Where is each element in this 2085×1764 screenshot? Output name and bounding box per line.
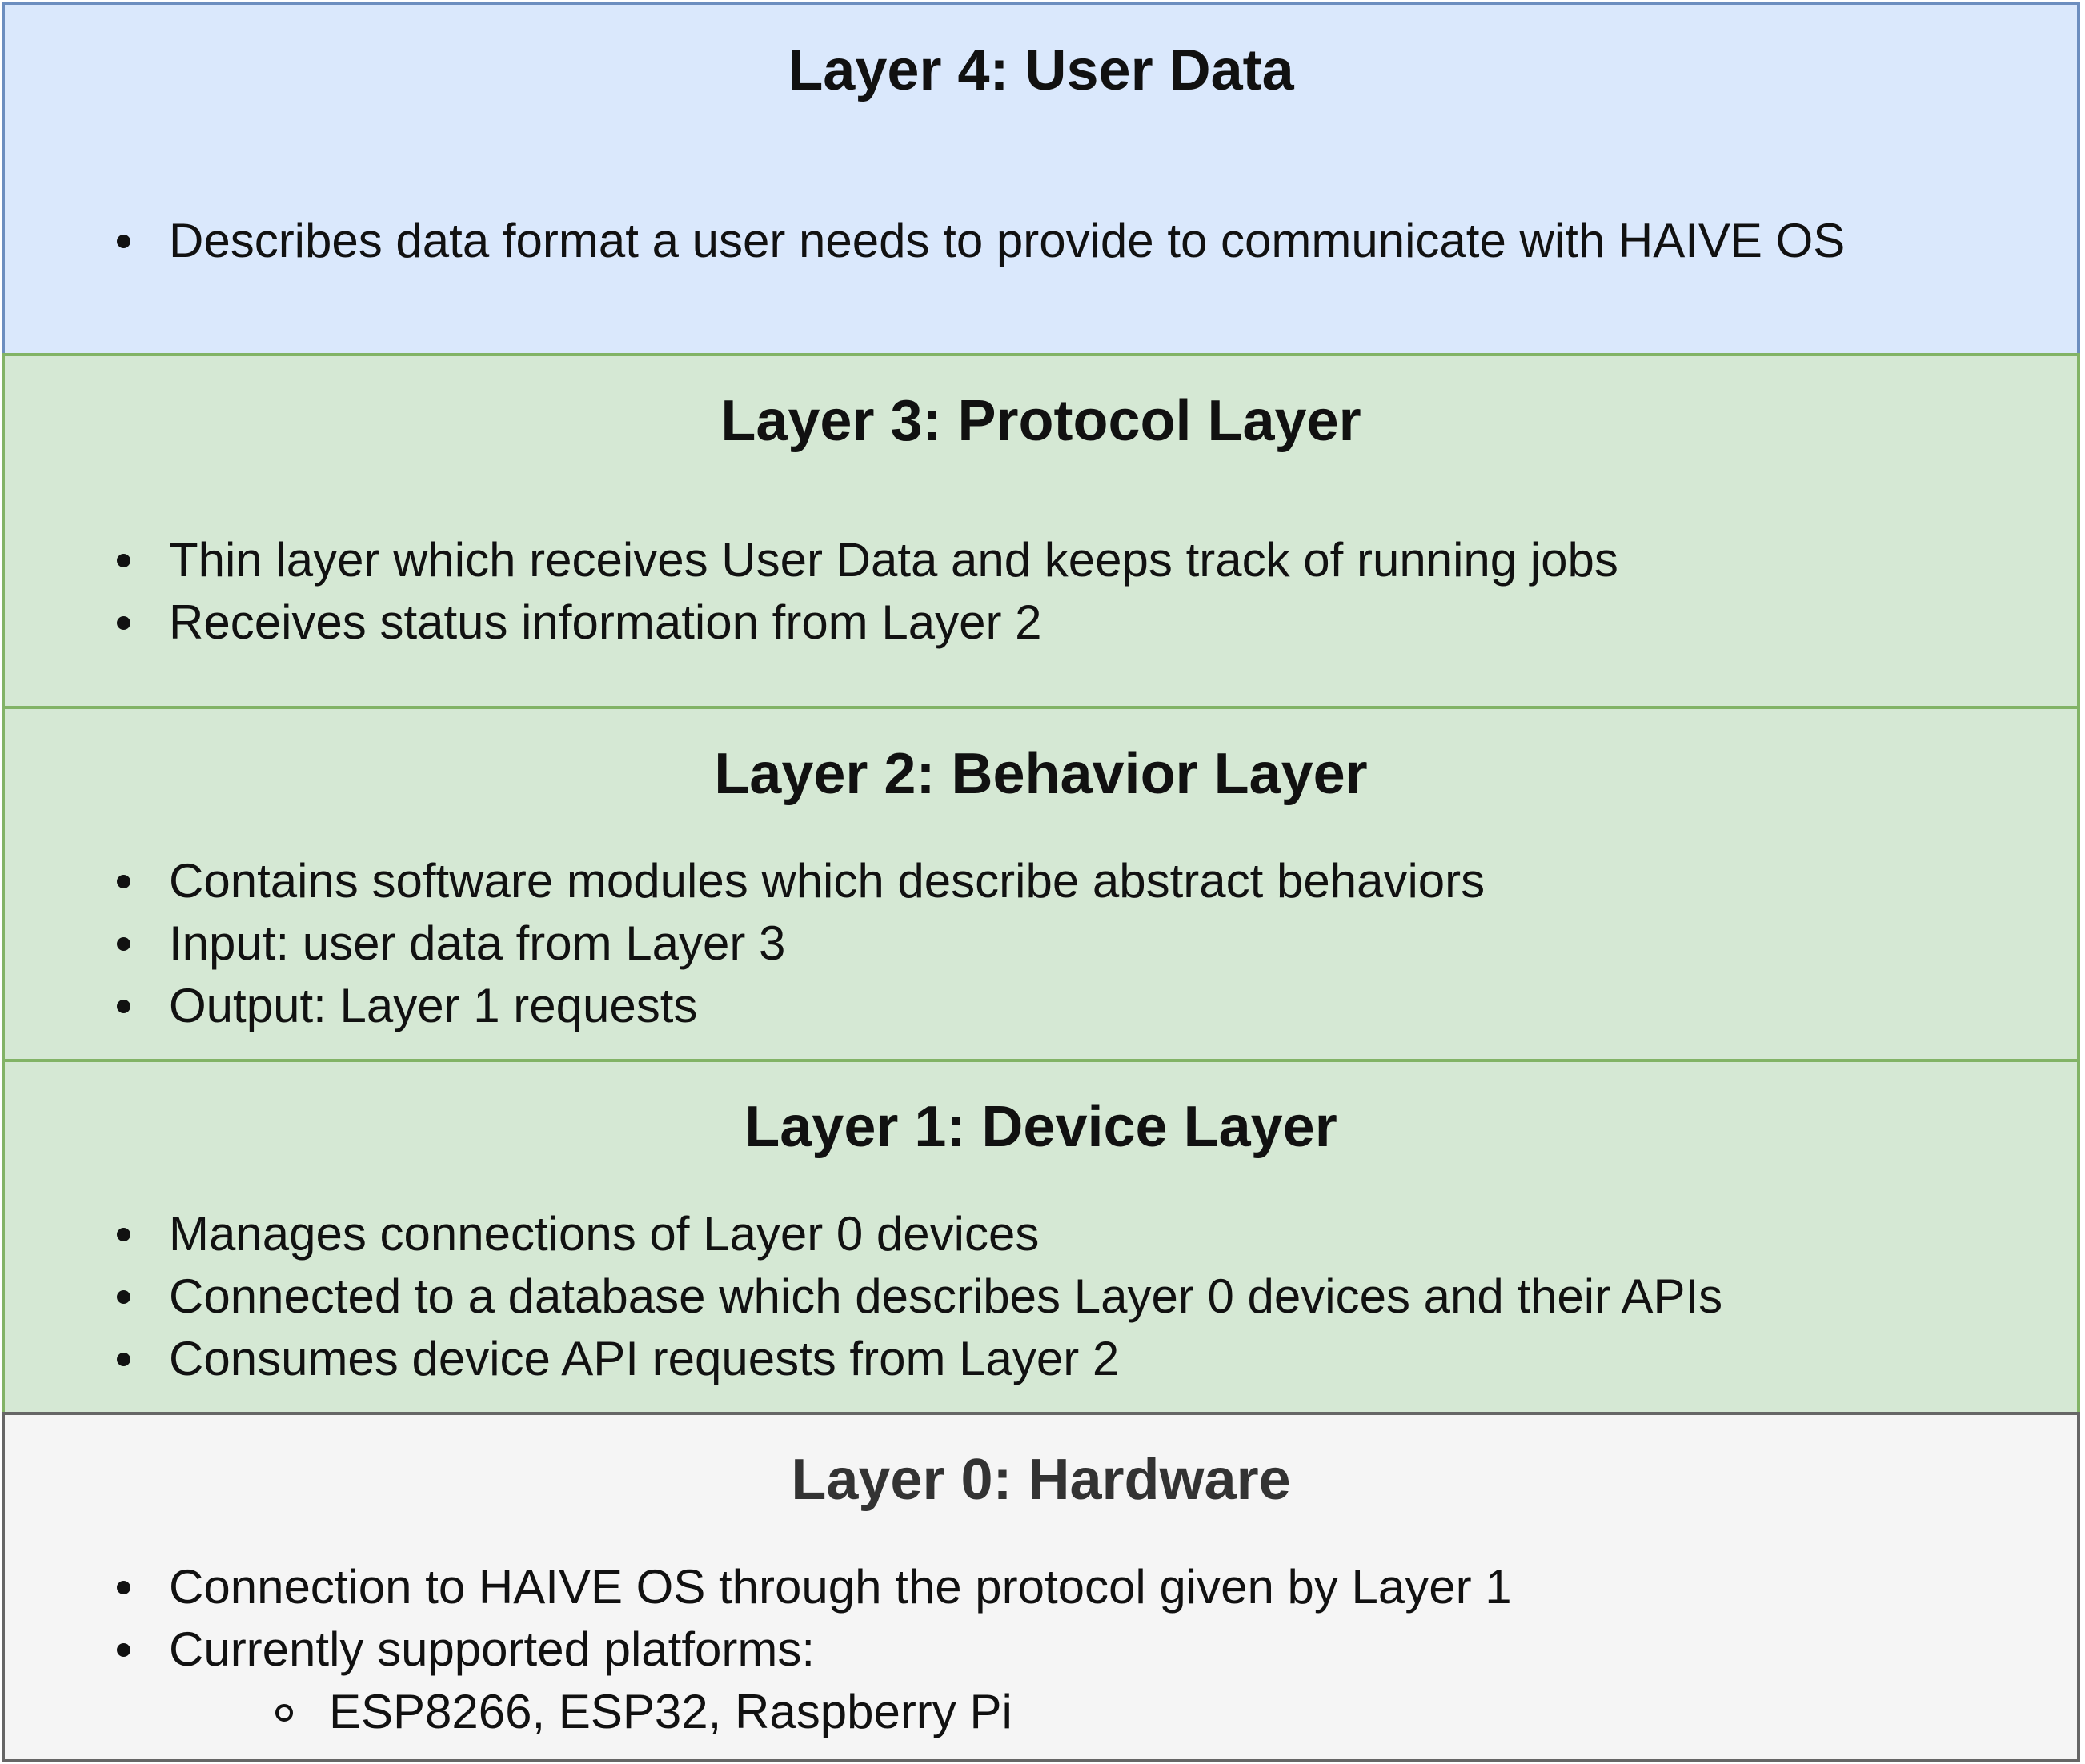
layer-2-bullet-3: Output: Layer 1 requests: [116, 975, 1485, 1037]
layer-2-bullet-2: Input: user data from Layer 3: [116, 912, 1485, 975]
layer-3-bullet-2: Receives status information from Layer 2: [117, 591, 1618, 654]
layer-4-box: Layer 4: User Data Describes data format…: [2, 2, 2080, 356]
layer-3-bullet-1: Thin layer which receives User Data and …: [117, 529, 1618, 591]
layer-1-title: Layer 1: Device Layer: [744, 1095, 1337, 1159]
layer-0-sub-bullet-1: ESP8266, ESP32, Raspberry Pi: [275, 1681, 1512, 1743]
layer-1-bullet-3: Consumes device API requests from Layer …: [116, 1328, 1722, 1390]
layer-1-box: Layer 1: Device Layer Manages connection…: [2, 1059, 2080, 1415]
layer-1-bullet-list: Manages connections of Layer 0 devices C…: [116, 1203, 1722, 1390]
layer-0-bullet-2: Currently supported platforms:: [117, 1618, 1512, 1681]
layer-3-bullet-list: Thin layer which receives User Data and …: [117, 529, 1618, 654]
layer-4-title: Layer 4: User Data: [788, 38, 1294, 102]
layer-0-bullet-1: Connection to HAIVE OS through the proto…: [117, 1556, 1512, 1618]
layer-1-bullet-2: Connected to a database which describes …: [116, 1265, 1722, 1328]
layer-3-title: Layer 3: Protocol Layer: [720, 389, 1361, 453]
layer-0-title: Layer 0: Hardware: [791, 1448, 1291, 1512]
layer-2-title: Layer 2: Behavior Layer: [714, 742, 1368, 806]
layer-4-bullet-1: Describes data format a user needs to pr…: [116, 210, 1845, 272]
layer-2-box: Layer 2: Behavior Layer Contains softwar…: [2, 706, 2080, 1062]
layer-1-bullet-1: Manages connections of Layer 0 devices: [116, 1203, 1722, 1265]
layer-2-bullet-list: Contains software modules which describe…: [116, 850, 1485, 1037]
layer-4-bullet-list: Describes data format a user needs to pr…: [116, 210, 1845, 272]
layer-0-box: Layer 0: Hardware Connection to HAIVE OS…: [2, 1412, 2080, 1762]
layer-0-bullet-list: Connection to HAIVE OS through the proto…: [117, 1556, 1512, 1743]
layer-3-box: Layer 3: Protocol Layer Thin layer which…: [2, 353, 2080, 709]
layer-2-bullet-1: Contains software modules which describe…: [116, 850, 1485, 912]
